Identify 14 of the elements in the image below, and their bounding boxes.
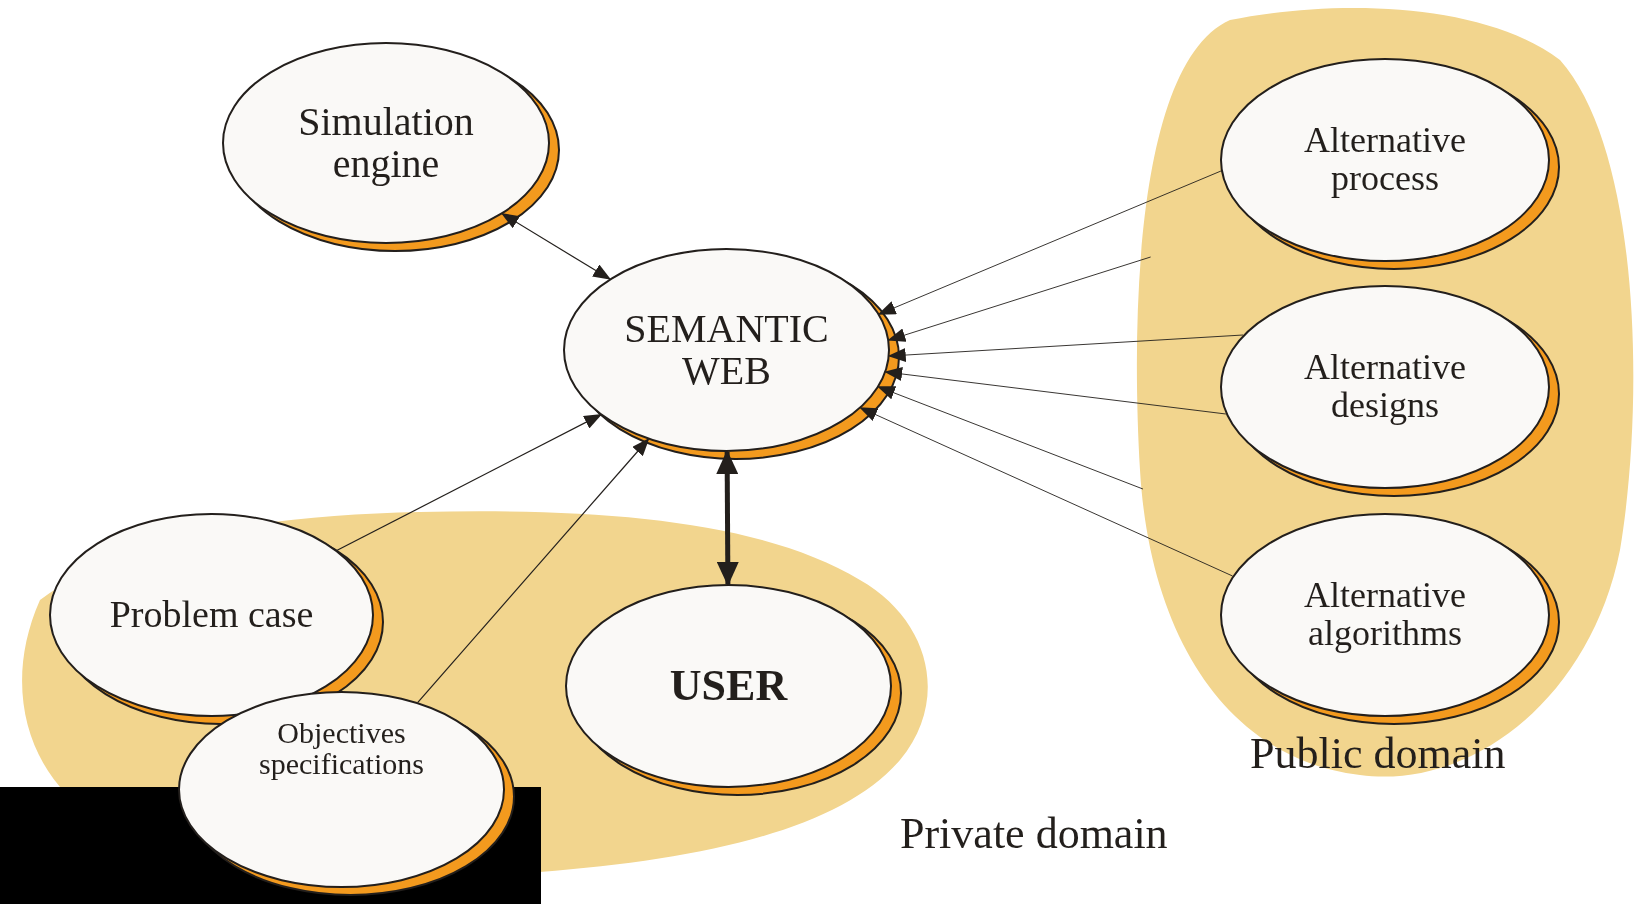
node-label: Simulation engine [297,101,475,185]
node-label: Objectives specifications [258,716,425,779]
node-label: Alternative algorithms [1303,577,1467,653]
node-label: SEMANTIC WEB [623,308,830,392]
node-label: Problem case [108,595,315,635]
arrow [336,414,603,551]
node-label: Alternative process [1303,122,1467,198]
region-label: Private domain [900,808,1168,859]
arrow [501,212,612,280]
arrow [716,450,739,586]
node-label: Alternative designs [1303,349,1467,425]
node-label: USER [668,662,789,710]
region-label: Public domain [1250,728,1506,779]
arrow [417,438,650,703]
